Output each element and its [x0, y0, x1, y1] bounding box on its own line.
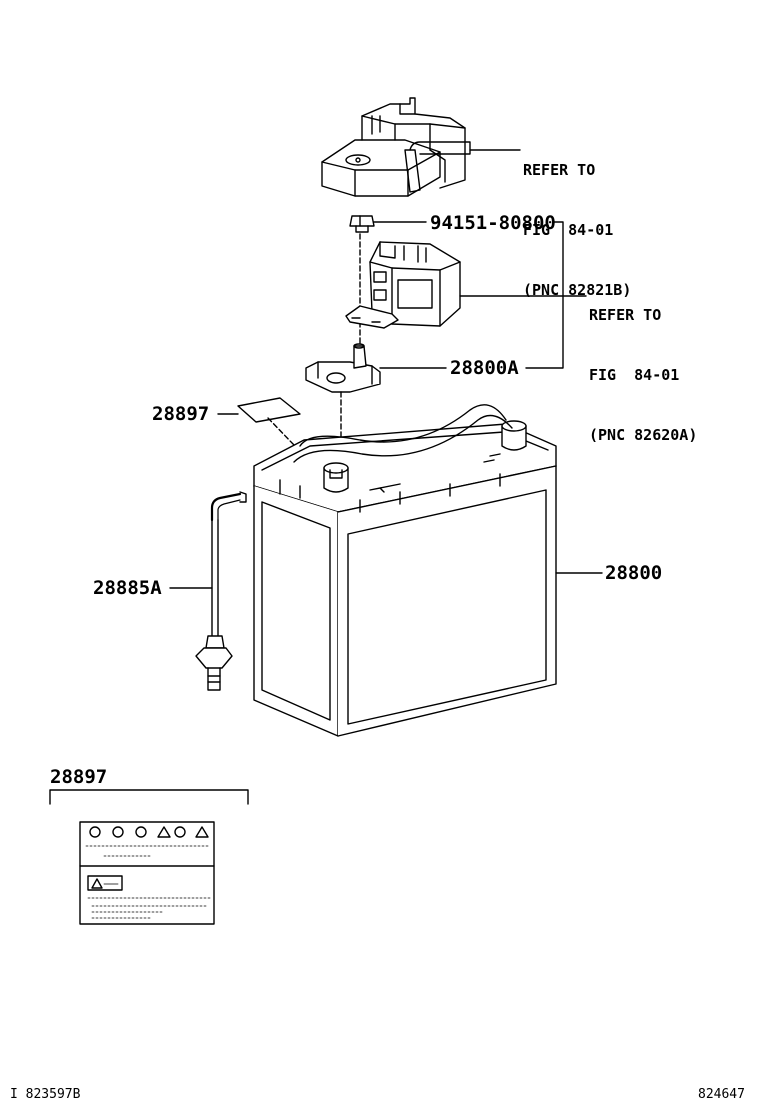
refer-1-line2: FIG 84-01 [523, 221, 614, 239]
nut-illustration [349, 215, 375, 233]
leader-bracket-94151-28800A [525, 221, 564, 369]
part-number-28897-detail[interactable]: 28897 [50, 766, 108, 788]
footer-right-code: 824647 [698, 1087, 745, 1102]
part-number-28885A[interactable]: 28885A [93, 577, 162, 599]
refer-2-label: REFER TO FIG 84-01 (PNC 82620A) [589, 265, 697, 485]
refer-1-label: REFER TO FIG 84-01 (PNC 82821B) [523, 120, 631, 340]
refer-2-line1: REFER TO [589, 306, 662, 324]
battery-illustration [253, 404, 557, 737]
refer-2-line2: FIG 84-01 [589, 366, 680, 384]
warning-label-detail [79, 821, 215, 925]
part-number-28897[interactable]: 28897 [152, 403, 210, 425]
refer-2-line3: (PNC 82620A) [589, 426, 698, 444]
footer-left-code: I 823597B [10, 1087, 81, 1102]
hold-down-rod-illustration [195, 491, 247, 691]
part-number-28800[interactable]: 28800 [605, 562, 663, 584]
warning-label-sticker [237, 397, 301, 423]
terminal-cover-illustration [321, 97, 471, 197]
refer-1-line3: (PNC 82821B) [523, 281, 632, 299]
part-number-94151[interactable]: 94151-80800 [430, 212, 556, 234]
detail-bracket [49, 789, 249, 805]
terminal-clamp-illustration [305, 343, 381, 393]
refer-1-line1: REFER TO [523, 161, 596, 179]
fuse-block-illustration [345, 241, 461, 329]
part-number-28800A[interactable]: 28800A [450, 357, 519, 379]
